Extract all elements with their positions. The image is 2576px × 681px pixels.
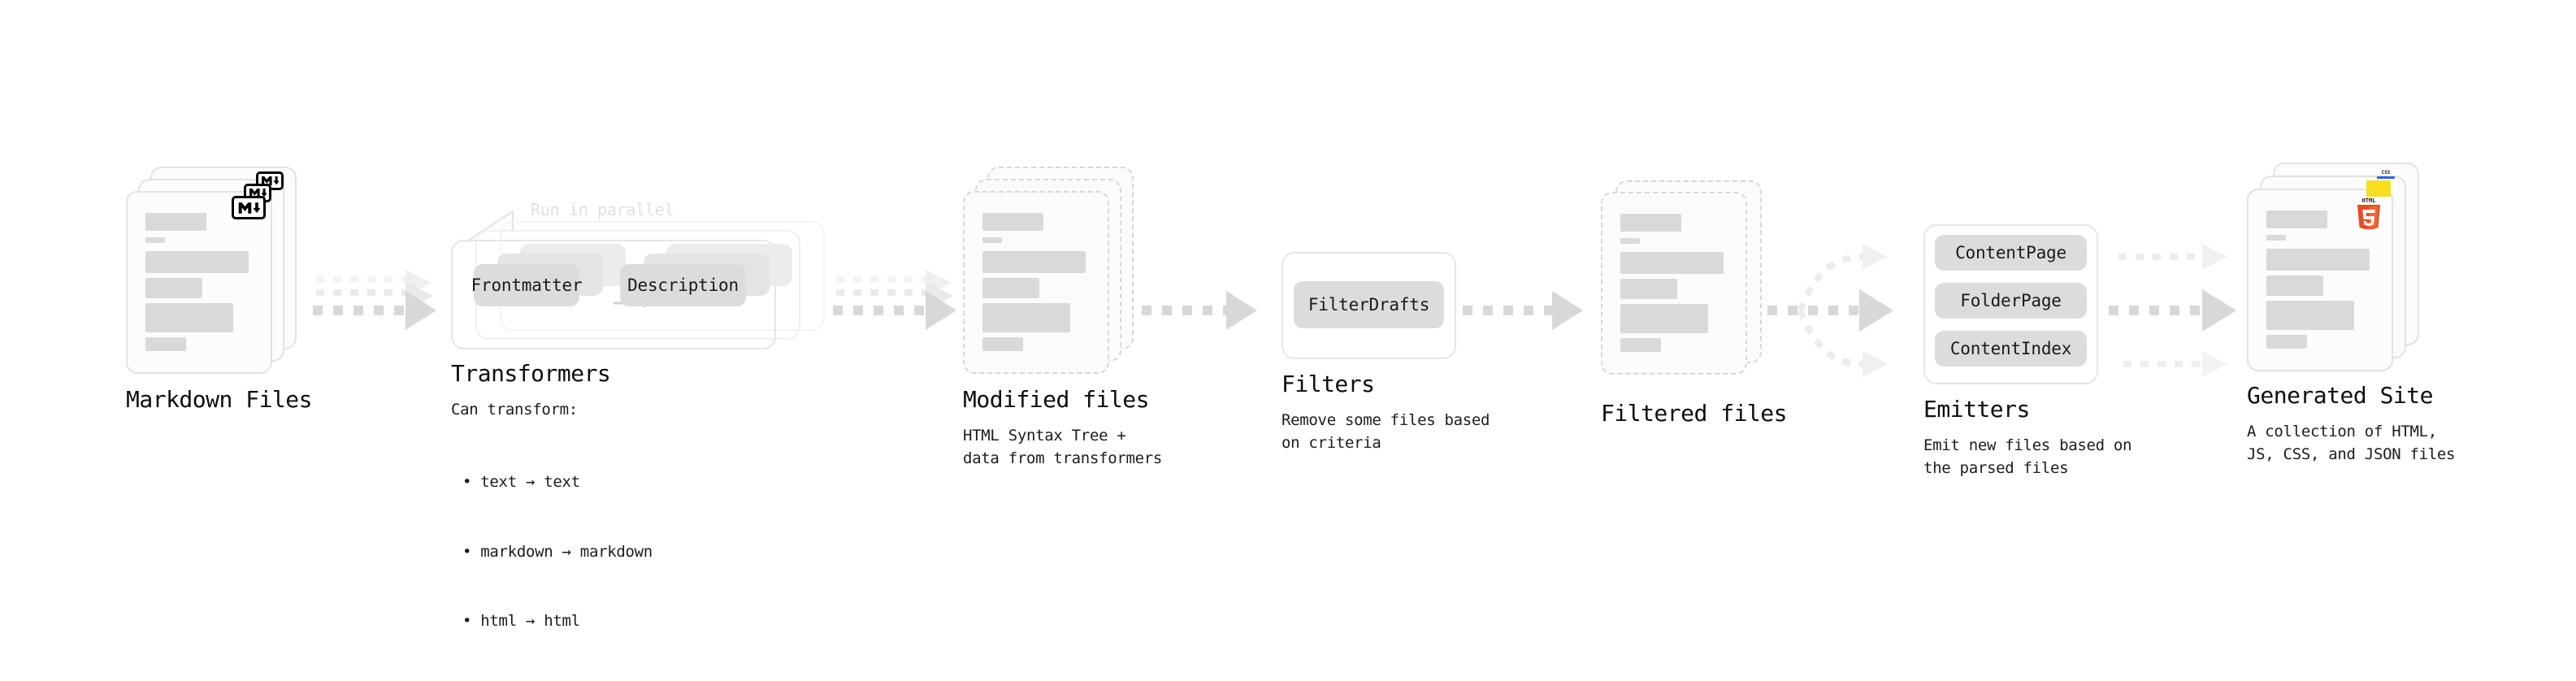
caption-generated-site: Generated Site A collection of HTML, JS,… (2247, 382, 2456, 466)
stage-filters: FilterDrafts Filters Remove some files b… (1281, 252, 1490, 452)
skeleton-line (1620, 338, 1661, 352)
svg-text:HTML: HTML (2362, 197, 2376, 204)
caption-filtered-files: Filtered files (1601, 400, 1788, 427)
skeleton-line (145, 337, 186, 351)
connector-emitters-to-site (2109, 244, 2236, 377)
skeleton-line (1620, 214, 1681, 232)
stage-emitters: ContentPage FolderPage ContentIndex Emit… (1923, 224, 2132, 477)
stage-title: Emitters (1923, 396, 2030, 423)
skeleton-line (2266, 301, 2354, 330)
modified-file-stack (963, 167, 1134, 374)
skeleton-line (145, 251, 249, 273)
file-sheet-front (963, 191, 1109, 374)
skeleton-line (2266, 275, 2323, 296)
caption-modified-files: Modified files HTML Syntax Tree + data f… (963, 386, 1163, 471)
generated-site-stack: CSS HTML (2247, 163, 2422, 374)
stage-filtered-files: Filtered files (1601, 180, 1788, 426)
stage-title: Markdown Files (126, 386, 313, 413)
skeleton-line (2266, 249, 2370, 271)
skeleton-line (982, 337, 1023, 351)
skeleton-line (1620, 238, 1640, 244)
skeleton-line (982, 237, 1002, 243)
js-icon (2366, 180, 2391, 197)
skeleton-line (145, 213, 206, 231)
transform-list-item: • html → html (462, 612, 580, 631)
skeleton-line (1620, 279, 1677, 299)
transform-list-item: • markdown → markdown (462, 542, 653, 561)
skeleton-line (2266, 235, 2286, 241)
stage-subtitle: HTML Syntax Tree + data from transformer… (963, 426, 1163, 468)
filters-group: FilterDrafts (1281, 252, 1456, 359)
transformer-chip-description[interactable]: Description (620, 264, 746, 306)
stage-transformers: Run in parallel Frontmatter Description … (451, 195, 833, 630)
markdown-file-stack (126, 167, 297, 374)
connector-filters-to-filtered (1463, 291, 1583, 330)
annotation-run-in-parallel: Run in parallel (531, 200, 674, 219)
skeleton-line (2266, 210, 2327, 228)
connector-transformers-to-modified (833, 270, 956, 330)
css-icon: CSS (2377, 167, 2395, 180)
transformer-chip-frontmatter[interactable]: Frontmatter (471, 264, 583, 306)
filtered-file-stack (1601, 180, 1763, 375)
emitter-chip-folderpage[interactable]: FolderPage (1935, 283, 2087, 319)
stage-modified-files: Modified files HTML Syntax Tree + data f… (963, 167, 1162, 467)
emitter-chip-contentpage[interactable]: ContentPage (1935, 235, 2087, 271)
stage-title: Modified files (963, 386, 1150, 413)
file-sheet-front (126, 191, 272, 374)
connector-filtered-to-emitters (1767, 244, 1893, 377)
stage-title: Generated Site (2247, 382, 2434, 409)
transform-list: • text → text • markdown → markdown • ht… (451, 424, 653, 679)
filter-chip-filterdrafts[interactable]: FilterDrafts (1294, 281, 1444, 328)
transform-list-item: • text → text (462, 473, 580, 492)
transformers-group: Run in parallel Frontmatter Description … (451, 195, 833, 354)
skeleton-line (982, 251, 1086, 273)
stage-subtitle: A collection of HTML, JS, CSS, and JSON … (2247, 422, 2456, 464)
caption-markdown-files: Markdown Files (126, 386, 313, 413)
skeleton-line (1620, 304, 1708, 333)
stage-markdown-files: Markdown Files (126, 167, 313, 412)
stage-title: Transformers (451, 360, 611, 387)
caption-filters: Filters Remove some files based on crite… (1281, 371, 1490, 455)
transformer-frame-front (451, 240, 776, 349)
stage-subtitle: Can transform: (451, 400, 578, 419)
emitters-frame (1923, 224, 2098, 384)
file-sheet-front (1601, 192, 1747, 375)
stage-subtitle: Remove some files based on criteria (1281, 410, 1490, 453)
skeleton-line (145, 303, 233, 332)
skeleton-line (982, 278, 1039, 298)
filters-frame (1281, 252, 1456, 359)
stage-title: Filtered files (1601, 400, 1788, 427)
connector-modified-to-filters (1142, 291, 1257, 330)
emitter-chip-contentindex[interactable]: ContentIndex (1935, 331, 2087, 367)
svg-text:CSS: CSS (2382, 170, 2391, 176)
stage-generated-site: CSS HTML Generated (2247, 163, 2456, 463)
caption-transformers: Transformers Can transform: • text → tex… (451, 360, 653, 679)
connector-md-to-transformers (313, 270, 436, 330)
skeleton-line (1620, 252, 1724, 274)
stage-subtitle: Emit new files based on the parsed files (1923, 436, 2132, 478)
stage-title: Filters (1281, 371, 1375, 397)
skeleton-line (982, 303, 1070, 332)
skeleton-line (145, 278, 202, 298)
markdown-icon (232, 196, 266, 219)
emitters-group: ContentPage FolderPage ContentIndex (1923, 224, 2098, 384)
skeleton-line (145, 237, 165, 243)
caption-emitters: Emitters Emit new files based on the par… (1923, 396, 2132, 480)
html5-icon: HTML (2354, 195, 2383, 231)
skeleton-line (982, 213, 1043, 231)
skeleton-line (2266, 335, 2307, 349)
